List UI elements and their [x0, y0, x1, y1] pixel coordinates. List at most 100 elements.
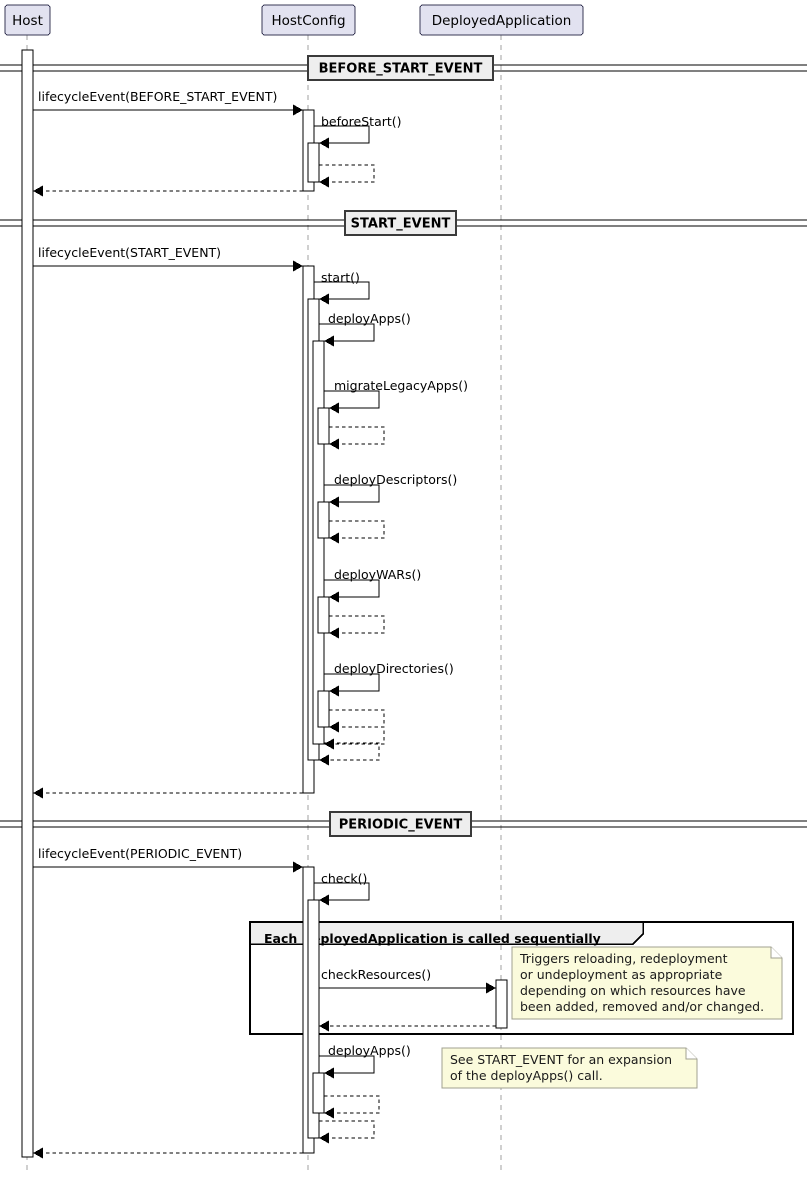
message-m19	[33, 861, 303, 873]
message-path	[319, 323, 375, 342]
note-body	[511, 946, 783, 1020]
message-m12	[324, 579, 380, 603]
message-arrowhead	[329, 532, 339, 544]
message-path	[329, 426, 385, 445]
message-label-m6: start()	[321, 270, 360, 285]
message-m5	[33, 260, 303, 272]
note-line: depending on which resources have	[520, 983, 746, 998]
activation-bar-a-hc-migrate	[317, 407, 330, 445]
divider-2: PERIODIC_EVENT	[0, 811, 807, 837]
message-arrowhead	[319, 176, 329, 188]
message-arrowhead	[324, 1067, 334, 1079]
message-arrowhead	[293, 104, 303, 116]
message-arrowhead	[293, 260, 303, 272]
message-arrowhead	[319, 1020, 329, 1032]
message-arrowhead	[33, 787, 43, 799]
activation-bar-a-da-check	[495, 979, 508, 1029]
message-path	[329, 726, 385, 745]
message-m14	[324, 673, 380, 697]
message-label-m10: deployDescriptors()	[334, 472, 457, 487]
message-path	[314, 125, 370, 144]
message-arrowhead	[319, 1132, 329, 1144]
message-label-m1: lifecycleEvent(BEFORE_START_EVENT)	[38, 89, 277, 104]
divider-0: BEFORE_START_EVENT	[0, 55, 807, 81]
activation-bar-a-hc-check	[307, 899, 320, 1139]
note-fold-corner	[770, 947, 782, 959]
message-label-m2: beforeStart()	[321, 114, 402, 129]
message-m13	[329, 615, 385, 639]
message-m17	[319, 742, 380, 766]
message-label-m7: deployApps()	[328, 311, 411, 326]
message-arrowhead	[329, 591, 339, 603]
participant-box[interactable]	[4, 4, 51, 36]
message-arrowhead	[319, 137, 329, 149]
group-g-sequential: Each DeployedApplication is called seque…	[249, 921, 794, 1035]
message-path	[324, 673, 380, 692]
message-path	[329, 520, 385, 539]
message-path	[319, 164, 375, 183]
message-label-m20: check()	[321, 871, 367, 886]
message-m7	[319, 323, 375, 347]
activation-bar-a-hc-wars	[317, 596, 330, 634]
messages-layer	[33, 104, 496, 1159]
message-path	[324, 484, 380, 503]
divider-box	[307, 55, 494, 81]
participant-label: DeployedApplication	[432, 13, 572, 29]
message-path	[319, 1120, 375, 1139]
participant-label: Host	[12, 13, 43, 29]
group-header-tab	[249, 921, 644, 945]
dividers-layer: BEFORE_START_EVENT START_EVENT PERIODIC_EV…	[0, 55, 807, 837]
activation-bar-a-hc-beforestart	[307, 142, 320, 183]
message-arrowhead	[329, 438, 339, 450]
message-m15	[329, 709, 385, 733]
message-m16	[324, 726, 385, 750]
divider-1: START_EVENT	[0, 210, 807, 236]
message-arrowhead	[319, 754, 329, 766]
note-line: Triggers reloading, redeployment	[519, 951, 728, 966]
message-m21	[319, 982, 496, 994]
message-arrowhead	[486, 982, 496, 994]
message-arrowhead	[329, 685, 339, 697]
participant-box[interactable]	[419, 4, 584, 36]
message-label-m21: checkResources()	[321, 967, 431, 982]
message-path	[314, 882, 370, 901]
message-label-m14: deployDirectories()	[334, 661, 454, 676]
message-m25	[319, 1120, 375, 1144]
message-m22	[319, 1020, 496, 1032]
activation-bar-a-hc-deployapps	[312, 340, 325, 745]
message-label-m19: lifecycleEvent(PERIODIC_EVENT)	[38, 846, 242, 861]
message-path	[324, 579, 380, 598]
group-title: Each DeployedApplication is called seque…	[264, 931, 601, 946]
message-m24	[324, 1095, 380, 1119]
participant-hostconfig[interactable]: HostConfig	[261, 4, 356, 36]
message-m23	[319, 1055, 375, 1079]
participant-box[interactable]	[261, 4, 356, 36]
message-m2	[314, 125, 370, 149]
message-label-m8: migrateLegacyApps()	[334, 378, 468, 393]
message-m26	[33, 1147, 303, 1159]
message-arrowhead	[33, 1147, 43, 1159]
participant-label: HostConfig	[271, 13, 345, 29]
groups-layer: Each DeployedApplication is called seque…	[249, 921, 794, 1035]
activation-bar-a-host	[21, 49, 34, 1158]
activation-bar-a-hc-descriptors	[317, 501, 330, 539]
divider-label: PERIODIC_EVENT	[339, 818, 463, 833]
message-m1	[33, 104, 303, 116]
message-path	[324, 742, 380, 761]
message-path	[324, 390, 380, 409]
lifelines-layer	[26, 35, 502, 1170]
activation-bar-a-hc-directories	[317, 690, 330, 728]
note-line: See START_EVENT for an expansion	[450, 1052, 672, 1067]
message-m3	[319, 164, 375, 188]
message-m4	[33, 185, 303, 197]
message-arrowhead	[329, 496, 339, 508]
message-path	[314, 281, 370, 300]
note-line: or undeployment as appropriate	[520, 967, 723, 982]
participant-deployedapp[interactable]: DeployedApplication	[419, 4, 584, 36]
participant-host[interactable]: Host	[4, 4, 51, 36]
message-path	[329, 615, 385, 634]
note-body	[441, 1047, 698, 1089]
